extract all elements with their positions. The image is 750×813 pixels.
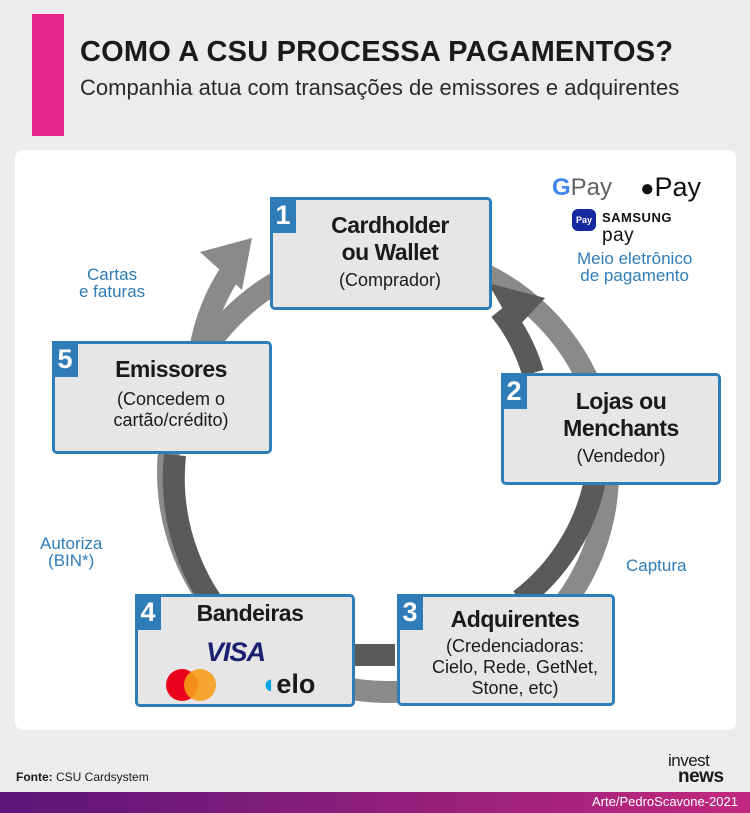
step-number: 3: [397, 594, 423, 630]
label-captura: Captura: [626, 556, 687, 575]
elo-ring-icon: ◖: [260, 669, 277, 699]
title-accent-bar: [32, 14, 64, 136]
step-number: 2: [501, 373, 527, 409]
apple-pay-logo: ●Pay: [640, 172, 702, 202]
label-cartas-faturas: Cartas e faturas: [79, 265, 146, 301]
step-emissores: 5 Emissores (Concedem o cartão/crédito): [52, 341, 272, 454]
step-title-line2: Menchants: [563, 415, 679, 441]
step-number: 1: [270, 197, 296, 233]
visa-logo: VISA: [206, 637, 266, 667]
step-title: Adquirentes: [450, 606, 580, 632]
step-description-line1: (Credenciadoras:: [445, 636, 585, 656]
step-adquirentes: 3 Adquirentes (Credenciadoras: Cielo, Re…: [397, 594, 615, 706]
step-title: Emissores: [115, 356, 227, 382]
samsung-pay-logo: SAMSUNG pay: [602, 210, 672, 246]
step-description-line3: Stone, etc): [471, 678, 559, 698]
step-description-line2: cartão/crédito): [113, 410, 229, 430]
step-number: 4: [135, 594, 161, 630]
step-description-line1: (Concedem o: [116, 389, 226, 409]
cycle-arrow-head-cards: [200, 238, 252, 290]
elo-logo: ◖elo: [260, 669, 316, 699]
label-meio-eletronico: Meio eletrônico de pagamento: [577, 249, 693, 285]
page-subtitle: Companhia atua com transações de emissor…: [80, 75, 680, 100]
step-title: Cardholder: [331, 212, 449, 238]
step-description-line2: Cielo, Rede, GetNet,: [431, 657, 599, 677]
mastercard-logo: [166, 669, 216, 701]
art-credit: Arte/PedroScavone-2021: [592, 794, 738, 809]
label-autoriza: Autoriza (BIN*): [40, 534, 103, 570]
step-title: Lojas ou: [575, 388, 667, 414]
google-g-icon: G: [552, 174, 571, 201]
step-description: (Vendedor): [576, 446, 666, 466]
cycle-arrow-shaft-capture: [513, 477, 606, 609]
investnews-logo: invest news: [668, 751, 724, 787]
google-pay-logo: GPay: [552, 174, 613, 201]
step-lojas: 2 Lojas ou Menchants (Vendedor): [501, 373, 721, 485]
step-bandeiras: 4 Bandeiras VISA ◖elo: [135, 594, 355, 707]
source-note: Fonte: CSU Cardsystem: [16, 770, 149, 784]
samsung-pay-badge: Pay: [572, 209, 596, 231]
step-number: 5: [52, 341, 78, 377]
page-title: COMO A CSU PROCESSA PAGAMENTOS?: [80, 36, 674, 68]
apple-icon: ●: [640, 175, 655, 202]
cycle-arrow-head-wallet: [488, 283, 545, 330]
step-title: Bandeiras: [196, 600, 304, 626]
footer-bar: [0, 792, 750, 813]
step-cardholder: 1 Cardholder ou Wallet (Comprador): [270, 197, 492, 310]
step-description: (Comprador): [338, 270, 442, 290]
step-title-line2: ou Wallet: [341, 239, 439, 265]
cycle-arrow-shaft-wallet: [491, 303, 544, 377]
